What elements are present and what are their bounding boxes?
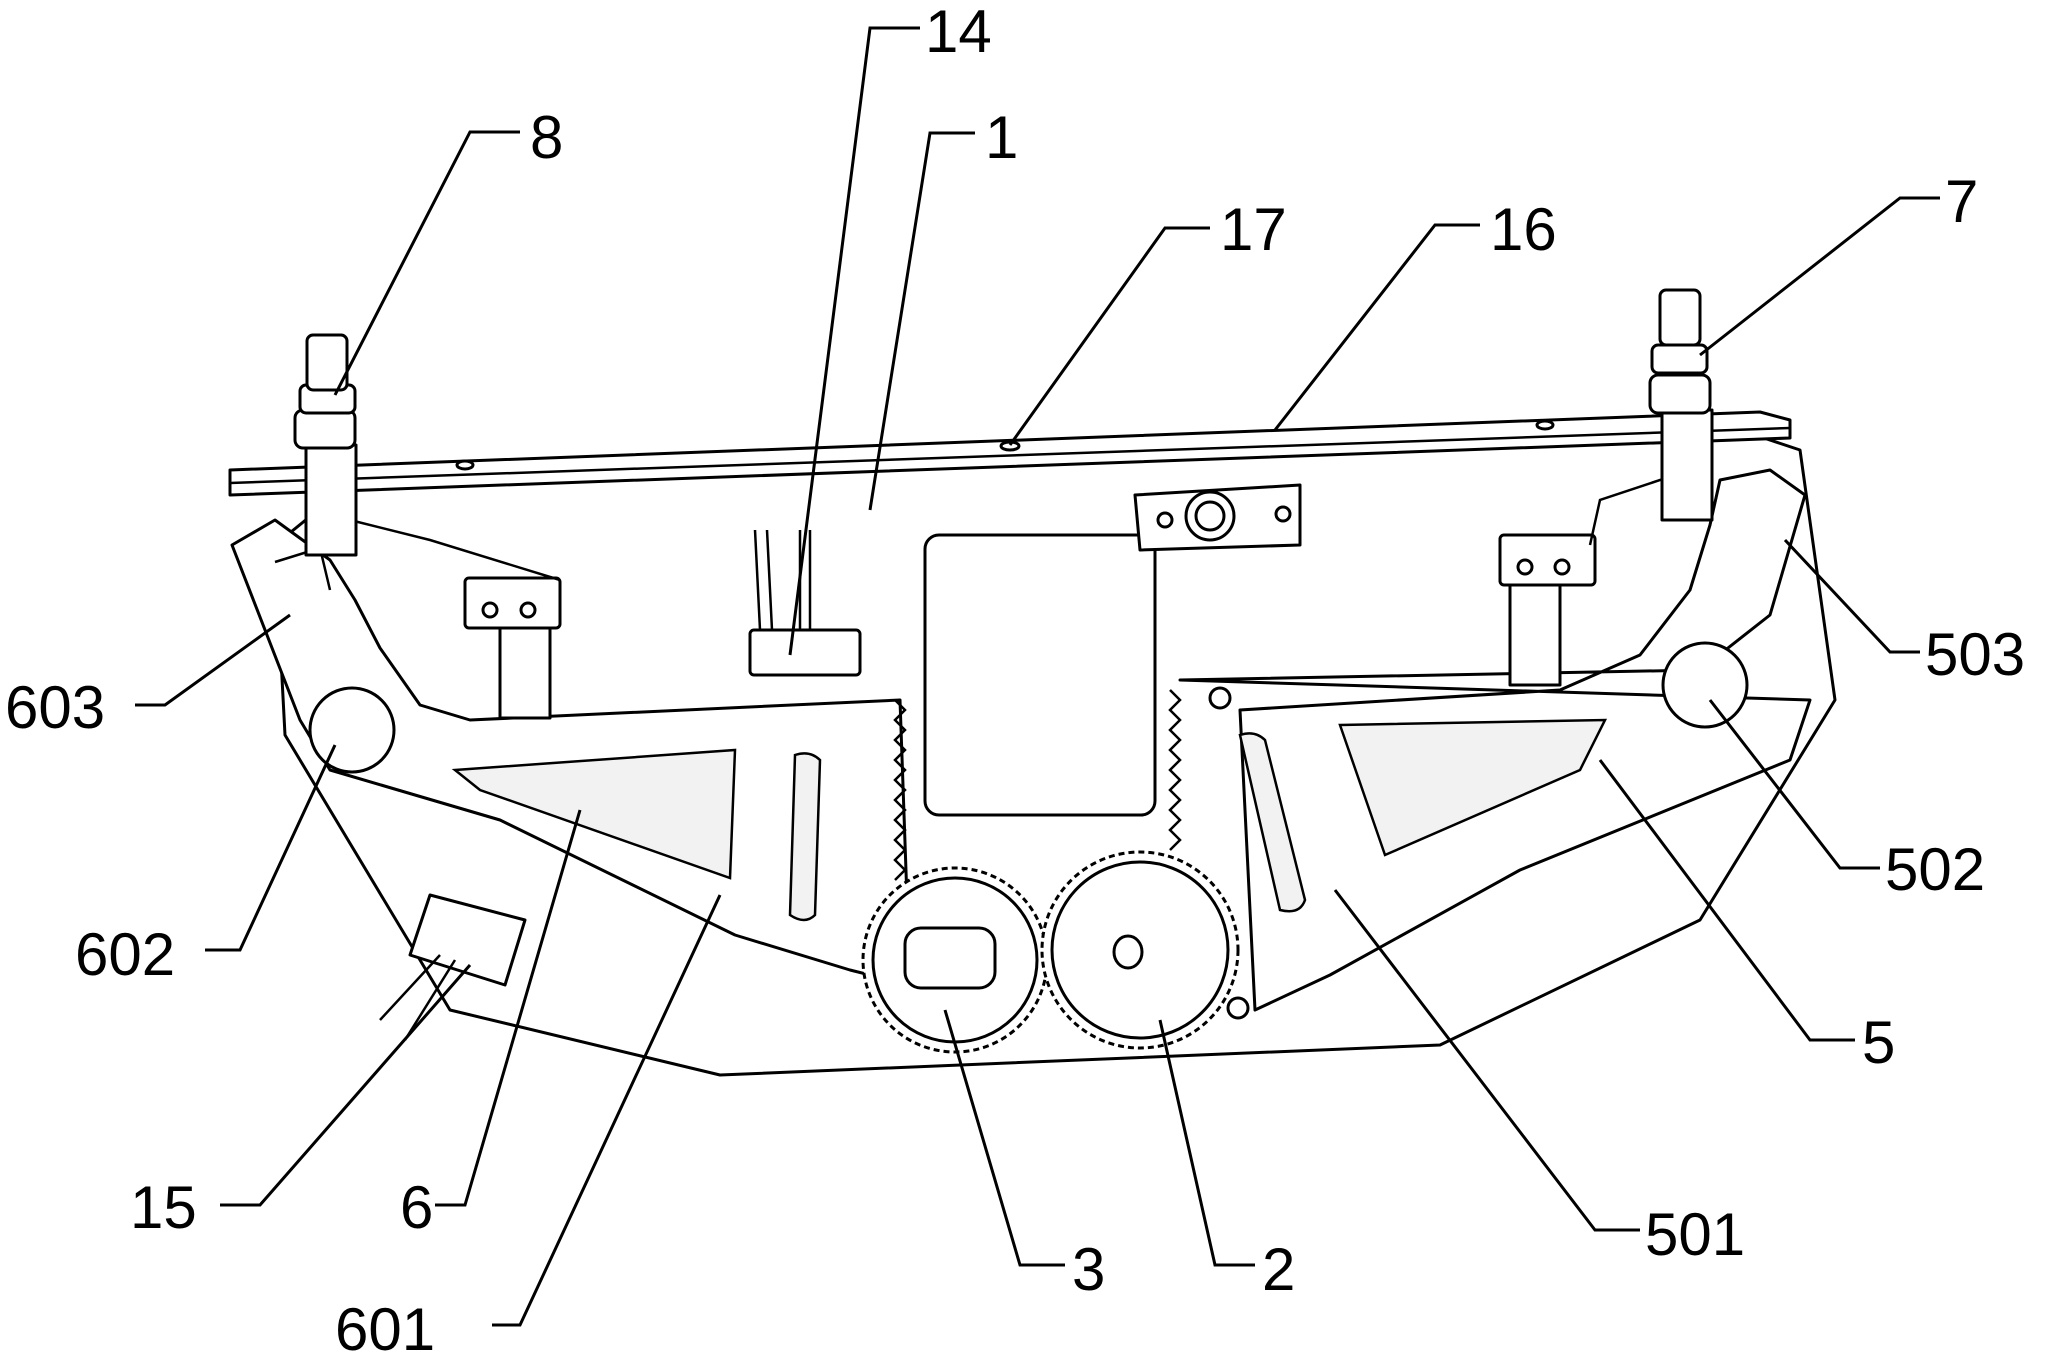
label-17: 17 [1220, 196, 1287, 263]
label-14: 14 [925, 0, 992, 65]
label-8: 8 [530, 104, 563, 171]
label-5: 5 [1862, 1009, 1895, 1076]
label-602: 602 [75, 921, 175, 988]
label-603: 603 [5, 674, 105, 741]
label-3: 3 [1072, 1236, 1105, 1303]
label-601: 601 [335, 1296, 435, 1363]
label-502: 502 [1885, 836, 1985, 903]
label-1: 1 [985, 104, 1018, 171]
label-15: 15 [130, 1174, 197, 1241]
label-2: 2 [1262, 1236, 1295, 1303]
label-16: 16 [1490, 196, 1557, 263]
label-6: 6 [400, 1174, 433, 1241]
label-503: 503 [1925, 621, 2025, 688]
gear-3 [863, 868, 1047, 1052]
label-501: 501 [1645, 1201, 1745, 1268]
label-7: 7 [1945, 168, 1978, 235]
